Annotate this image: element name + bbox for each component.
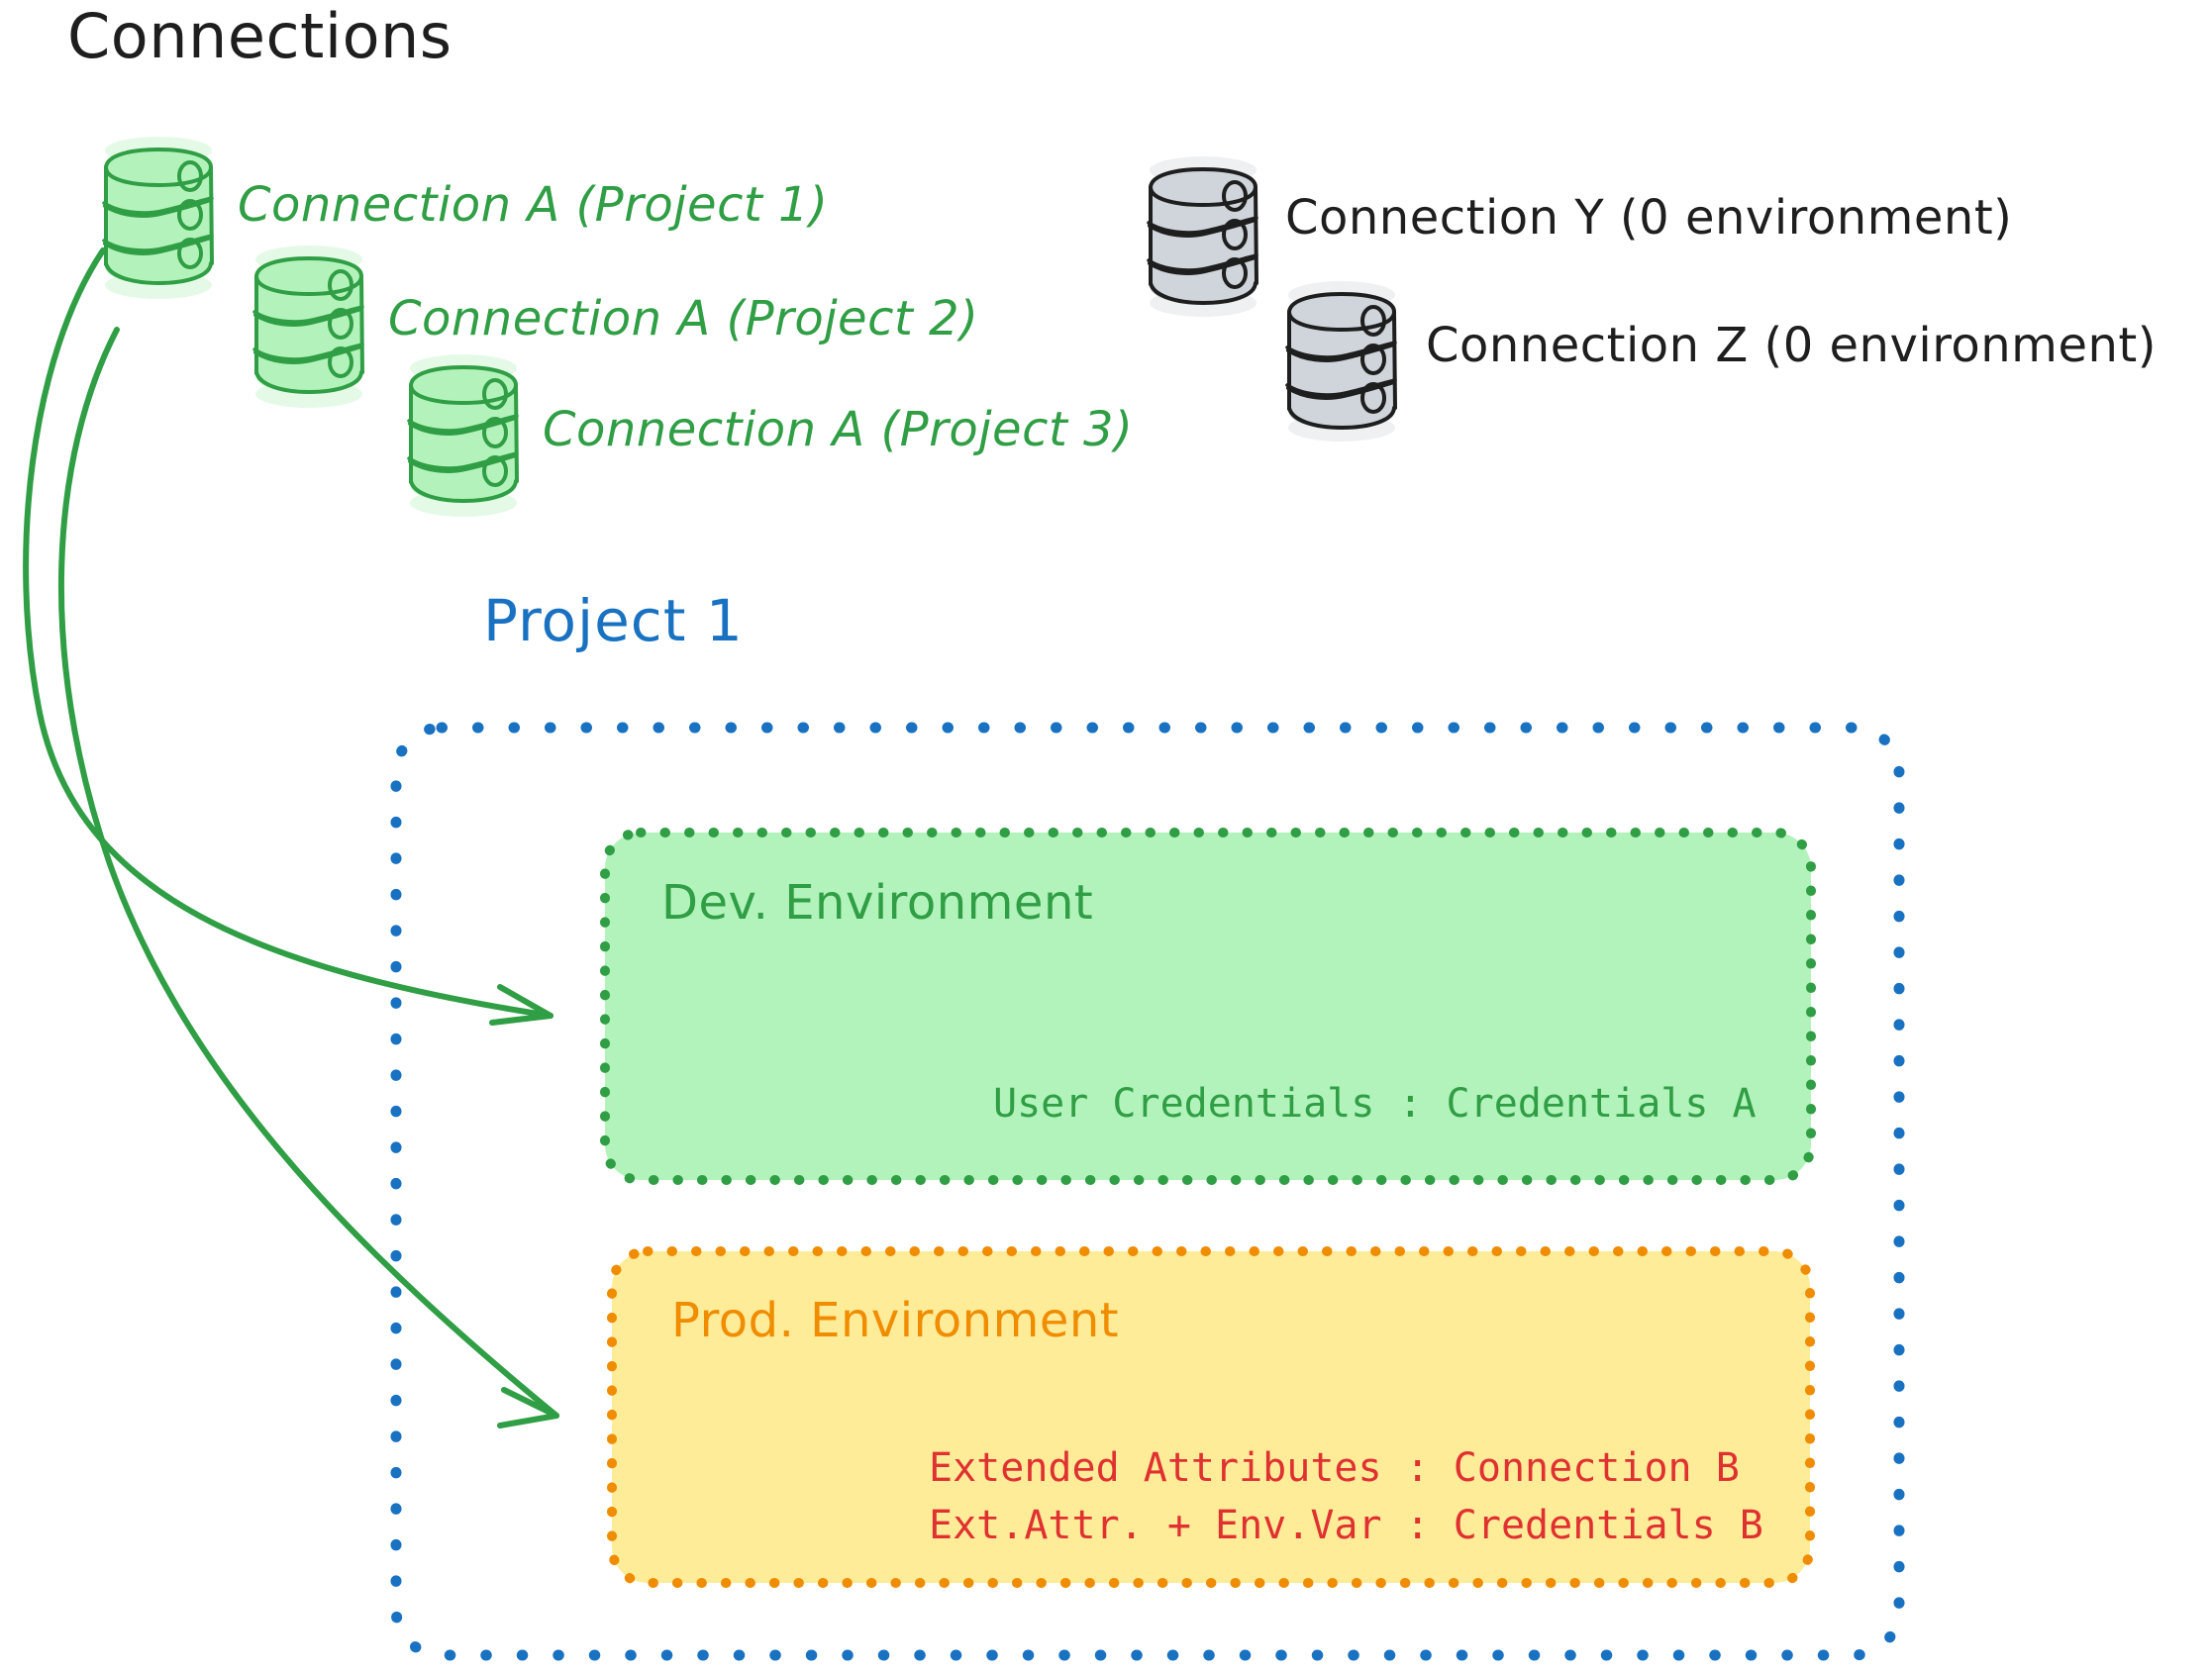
prod-environment-line-2: Ext.Attr. + Env.Var : Credentials B [929, 1503, 1763, 1548]
prod-environment-line-1: Extended Attributes : Connection B [929, 1445, 1740, 1491]
connection-label-a-project-1: Connection A (Project 1) [238, 177, 829, 233]
prod-environment-border [607, 1246, 1815, 1588]
connection-label-y: Connection Y (0 environment) [1285, 190, 2013, 246]
prod-environment-title: Prod. Environment [671, 1293, 1120, 1348]
arrow-connection-a-to-prod [57, 327, 559, 1428]
connection-label-a-project-3: Connection A (Project 3) [543, 402, 1134, 457]
database-icon-connection-a-1[interactable] [102, 147, 214, 286]
project-title: Project 1 [483, 587, 744, 654]
dev-environment-box[interactable] [605, 833, 1811, 1180]
prod-environment-box[interactable] [612, 1251, 1810, 1583]
dev-environment-border [600, 828, 1816, 1185]
page-title: Connections [67, 0, 452, 72]
arrow-connection-a-to-dev [23, 247, 553, 1026]
database-icon-connection-a-3[interactable] [407, 364, 519, 504]
dev-environment-title: Dev. Environment [661, 875, 1094, 931]
database-icon-connection-a-2[interactable] [252, 255, 364, 395]
dev-environment-line-1: User Credentials : Credentials A [993, 1081, 1757, 1127]
database-icon-connection-z[interactable] [1285, 291, 1397, 431]
database-icon-connection-y[interactable] [1147, 166, 1258, 306]
connection-label-a-project-2: Connection A (Project 2) [388, 291, 979, 346]
connection-label-z: Connection Z (0 environment) [1426, 318, 2157, 373]
